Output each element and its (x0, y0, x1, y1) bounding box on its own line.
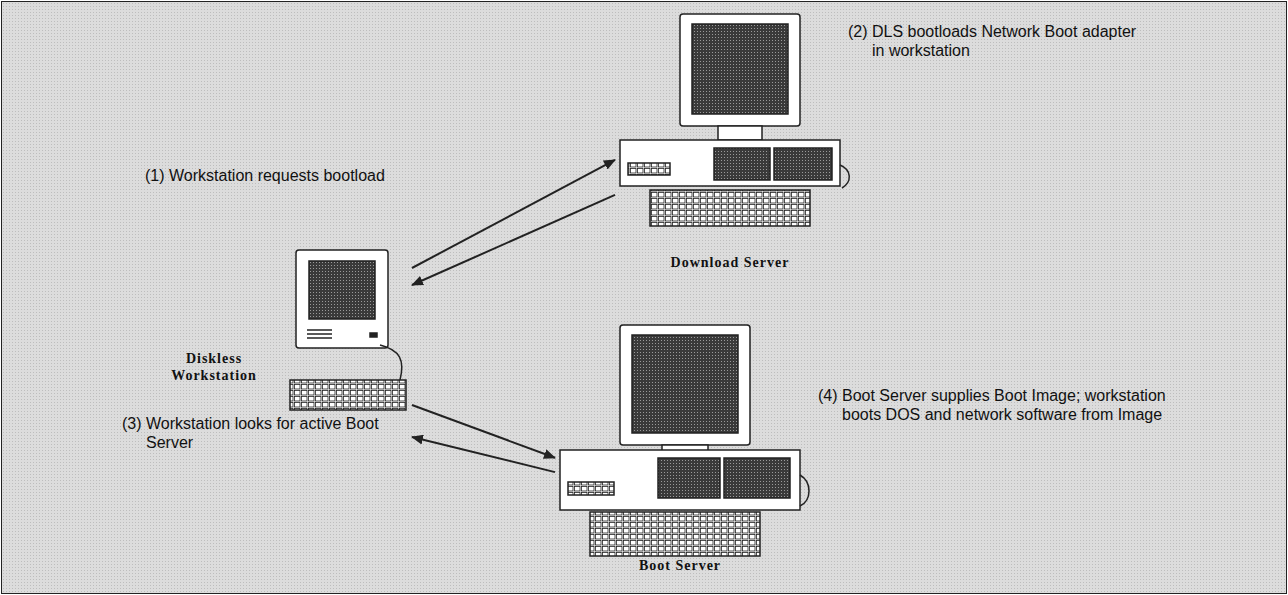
boot-server-node: Boot Server (555, 320, 805, 580)
cable (840, 165, 849, 188)
arrow-connector (412, 160, 615, 268)
drive-slot (370, 333, 377, 337)
step-note: (1) Workstation requests bootload (145, 166, 469, 185)
computer-label: Diskless Workstation (162, 351, 266, 385)
drive-bay (774, 148, 832, 180)
step-note: (4) Boot Server supplies Boot Image; wor… (818, 386, 1186, 424)
cable (800, 475, 809, 506)
keyboard-cable (380, 345, 402, 380)
front-panel (628, 163, 670, 175)
keyboard (650, 190, 810, 226)
monitor-case (296, 250, 388, 348)
monitor-stand (718, 126, 762, 140)
keyboard (590, 512, 760, 556)
drive-bay (724, 458, 790, 498)
keyboard (290, 380, 406, 410)
download-server-node: Download Server (615, 10, 845, 280)
system-unit (560, 450, 800, 510)
arrow-connector (412, 405, 555, 458)
drive-bay (714, 148, 770, 180)
system-unit (620, 140, 840, 186)
monitor-case (620, 325, 750, 445)
vent-line (307, 333, 332, 335)
workstation-computer (290, 250, 406, 410)
download-server-computer (620, 14, 849, 226)
step-note: (2) DLS bootloads Network Boot adapter i… (848, 22, 1144, 60)
computer-label: Boot Server (555, 558, 805, 575)
screen (692, 24, 788, 114)
monitor-case (680, 14, 800, 126)
screen (309, 261, 375, 319)
vent-line (307, 329, 332, 331)
arrow-connector (412, 195, 615, 285)
front-panel (568, 482, 614, 495)
arrow-connector (412, 437, 555, 472)
computer-label: Download Server (615, 255, 845, 272)
vent-line (307, 337, 332, 339)
drive-bay (658, 458, 720, 498)
boot-server-computer (560, 325, 809, 556)
step-note: (3) Workstation looks for active Boot Se… (122, 414, 414, 452)
screen (632, 335, 738, 433)
